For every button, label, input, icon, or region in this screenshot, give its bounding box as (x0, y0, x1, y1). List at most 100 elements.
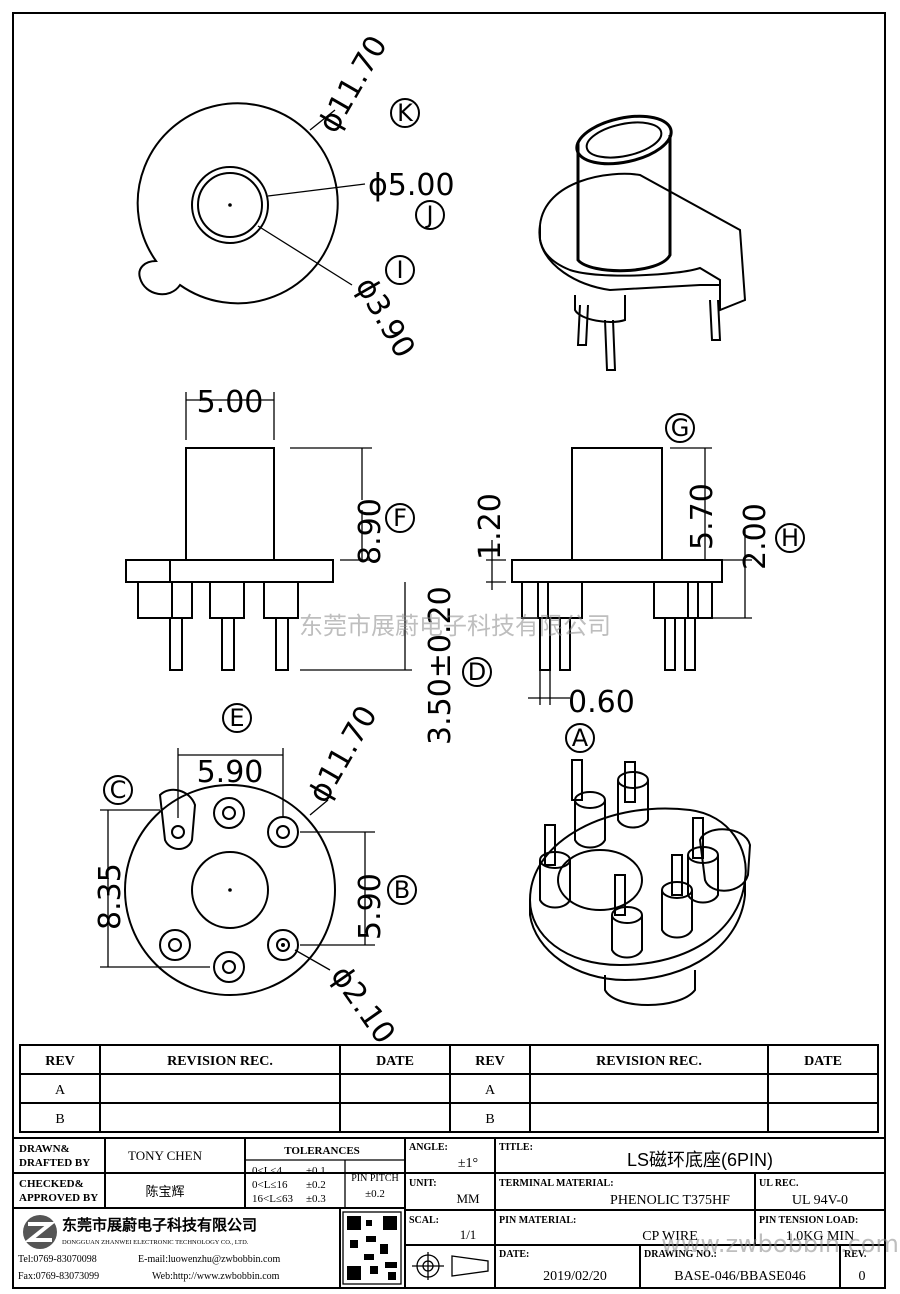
tag-i-circle (385, 255, 415, 285)
rev-b-right: B (485, 1112, 494, 1127)
bottom-pin-hole: ϕ2.10 (323, 960, 401, 1051)
front-view: 5.00 8.90 F 3.50±0.20 D (125, 385, 492, 745)
tag-b: B (394, 876, 410, 904)
rev-a-left: A (55, 1083, 66, 1098)
watermark: 东莞市展蔚电子科技有限公司 (299, 612, 611, 640)
tag-d-circle (462, 657, 492, 687)
rev-rec-header-1: REVISION REC. (167, 1054, 273, 1069)
tol-value-1: ±0.1 (306, 1165, 326, 1177)
angle-label: ANGLE: (409, 1142, 448, 1153)
scale: 1/1 (460, 1227, 477, 1242)
approved-by: 陈宝辉 (145, 1184, 184, 1199)
date-header-2: DATE (804, 1054, 842, 1069)
tag-f: F (393, 504, 407, 532)
unit: MM (456, 1191, 480, 1206)
tag-j: J (424, 201, 433, 229)
bottom-outer-dia: ϕ11.70 (302, 700, 385, 809)
tag-c-circle (103, 775, 133, 805)
pin-pitch-label: PIN PITCH (351, 1173, 399, 1184)
tag-a-circle (565, 723, 595, 753)
front-width: 5.00 (197, 385, 264, 420)
bottom-pitch-y: 5.90 (353, 873, 388, 940)
bottom-view: 5.90 E 5.90 B 8.35 C ϕ11.70 ϕ2.10 (93, 700, 417, 1051)
scale-label: SCAL: (409, 1215, 439, 1226)
tag-e: E (229, 704, 244, 732)
tag-a: A (572, 724, 589, 752)
company-tel: Tel:0769-83070098 (18, 1254, 97, 1265)
tag-k: K (397, 99, 414, 127)
tag-g: G (671, 414, 690, 442)
company-email: E-mail:luowenzhu@zwbobbin.com (138, 1254, 280, 1265)
rev-rec-header-2: REVISION REC. (596, 1054, 702, 1069)
bottom-pitch-x: 5.90 (197, 755, 264, 790)
tolerances-label: TOLERANCES (284, 1145, 360, 1157)
front-pin-length: 3.50±0.20 (423, 586, 458, 745)
rev-header-2: REV (475, 1054, 505, 1069)
title-label: TITLE: (499, 1142, 533, 1153)
tag-f-circle (385, 503, 415, 533)
angle: ±1° (458, 1156, 478, 1171)
projection-symbol-icon (412, 1252, 489, 1280)
tag-h: H (781, 524, 799, 552)
side-pin-dia: 0.60 (568, 685, 635, 720)
tension-label: PIN TENSION LOAD: (759, 1215, 858, 1226)
top-view: ϕ11.70 K ϕ5.00 J I ϕ3.90 (136, 30, 455, 364)
part-title: LS磁环底座(6PIN) (627, 1150, 773, 1170)
pin-pitch-value: ±0.2 (365, 1188, 385, 1200)
unit-label: UNIT: (409, 1178, 437, 1189)
pin-material-label: PIN MATERIAL: (499, 1215, 576, 1226)
terminal-material: PHENOLIC T375HF (610, 1193, 730, 1208)
drawing-no-label: DRAWING NO.: (644, 1249, 717, 1260)
tension: 1.0KG MIN (786, 1229, 854, 1244)
ul-rating: UL 94V-0 (792, 1193, 848, 1208)
tag-i: I (396, 256, 403, 284)
side-flange: 1.20 (473, 493, 508, 560)
checked-label-1: CHECKED& (19, 1178, 84, 1190)
tol-value-2: ±0.2 (306, 1179, 326, 1191)
bottom-span: 8.35 (93, 863, 128, 930)
rev-label: REV. (844, 1249, 867, 1260)
drawing-no: BASE-046/BBASE046 (674, 1269, 805, 1284)
rev-a-right: A (485, 1083, 496, 1098)
tol-range-1: 0<L≤4 (252, 1165, 282, 1177)
iso-view-top (538, 114, 747, 371)
rev-b-left: B (55, 1112, 64, 1127)
tag-c: C (110, 776, 127, 804)
tag-h-circle (775, 523, 805, 553)
top-inner-dia: ϕ5.00 (368, 168, 455, 203)
date-header-1: DATE (376, 1054, 414, 1069)
front-height: 8.90 (353, 498, 388, 565)
tag-g-circle (665, 413, 695, 443)
company-logo-icon (23, 1215, 57, 1249)
company-name-cn: 东莞市展蔚电子科技有限公司 (62, 1216, 257, 1234)
drawn-label-2: DRAFTED BY (19, 1157, 90, 1169)
watermark-url: www.zwbobbin.com (661, 1230, 899, 1258)
tag-d: D (468, 658, 486, 686)
tol-value-3: ±0.3 (306, 1193, 326, 1205)
side-view: 1.20 5.70 G 2.00 H 0.60 A (473, 413, 805, 753)
tag-b-circle (387, 875, 417, 905)
qr-code-icon (342, 1211, 402, 1285)
top-bore-dia: ϕ3.90 (348, 272, 422, 364)
tag-j-circle (415, 200, 445, 230)
company-web: Web:http://www.zwbobbin.com (152, 1271, 280, 1282)
revision-table: REV REVISION REC. DATE REV REVISION REC.… (19, 1044, 879, 1133)
tol-range-2: 0<L≤16 (252, 1179, 288, 1191)
rev: 0 (859, 1269, 866, 1284)
drawn-by: TONY CHEN (128, 1148, 203, 1163)
terminal-material-label: TERMINAL MATERIAL: (499, 1178, 614, 1189)
tag-k-circle (390, 98, 420, 128)
company-fax: Fax:0769-83073099 (18, 1271, 99, 1282)
side-tube: 5.70 (685, 483, 720, 550)
date: 2019/02/20 (543, 1269, 607, 1284)
side-base: 2.00 (738, 503, 773, 570)
drawn-label-1: DRAWN& (19, 1143, 70, 1155)
top-outer-dia: ϕ11.70 (312, 30, 395, 139)
company-name-en: DONGGUAN ZHANWEI ELECTRONIC TECHNOLOGY C… (62, 1239, 249, 1246)
date-label: DATE: (499, 1249, 529, 1260)
pin-material: CP WIRE (642, 1229, 698, 1244)
checked-label-2: APPROVED BY (19, 1192, 98, 1204)
tag-e-circle (222, 703, 252, 733)
iso-view-bottom (528, 759, 752, 1006)
tol-range-3: 16<L≤63 (252, 1193, 293, 1205)
